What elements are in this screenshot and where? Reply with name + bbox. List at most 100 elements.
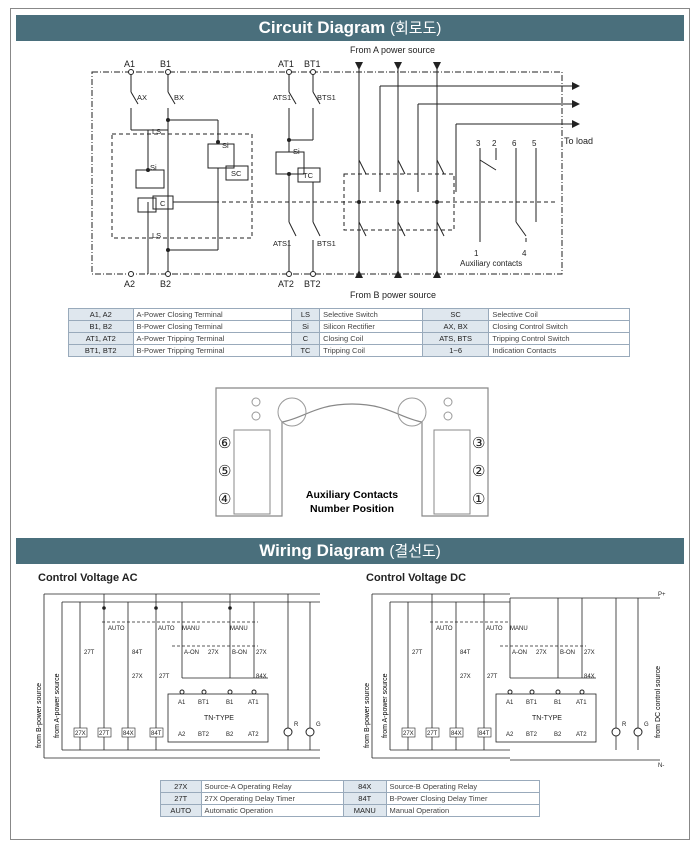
dc-tn-type-label: TN-TYPE	[532, 715, 562, 722]
ac-relay-27t-2: 27T	[159, 674, 170, 680]
aux-position-2: ②	[472, 463, 485, 480]
aux-num-2: 2	[492, 139, 497, 148]
circuit-legend-key: ATS, BTS	[421, 332, 490, 345]
wiring-diagram-banner: Wiring Diagram (결선도)	[16, 538, 684, 564]
terminal-at2: AT2	[278, 279, 294, 289]
aux-position-4: ④	[218, 491, 231, 508]
ac-box-84t: 84T	[151, 731, 162, 737]
dc-switch-27x-1: 27X	[536, 650, 547, 656]
page-frame	[10, 8, 690, 840]
ac-term-at1: AT1	[248, 700, 259, 706]
aux-position-label-2: Number Position	[310, 503, 394, 515]
control-voltage-dc-header: Control Voltage DC	[366, 572, 467, 584]
wiring-legend-value: 27X Operating Delay Timer	[200, 792, 344, 805]
ac-from-a-power-label: from A-power source	[54, 673, 61, 738]
dc-from-a-power-label: from A-power source	[382, 673, 389, 738]
aux-num-3: 3	[476, 139, 481, 148]
dc-relay-84t: 84T	[460, 650, 471, 656]
aux-num-1: 1	[474, 249, 479, 258]
ac-switch-b-on: B-ON	[232, 650, 247, 656]
terminal-at1: AT1	[278, 59, 294, 69]
aux-position-1: ①	[472, 491, 485, 508]
ac-relay-84t: 84T	[132, 650, 143, 656]
wiring-legend-key: 84X	[343, 780, 387, 793]
wiring-legend-key: 27T	[160, 792, 202, 805]
circuit-legend-value: B-Power Closing Terminal	[132, 320, 292, 333]
ac-term-at2: AT2	[248, 732, 259, 738]
ac-relay-27x: 27X	[132, 674, 143, 680]
dc-rail-p: P+	[658, 592, 666, 598]
ac-lamp-g: G	[316, 722, 321, 728]
circuit-legend-key: 1~6	[421, 344, 490, 357]
tc-coil-label: TC	[303, 171, 314, 180]
aux-position-3: ③	[472, 435, 485, 452]
si-label-right: Si	[222, 141, 229, 150]
dc-term-b1: B1	[554, 700, 562, 706]
wiring-ac-schematic: 27T 84T 27X 27T 84X AUTO AUTO MANU MANU …	[36, 593, 321, 759]
auxiliary-contacts-label: Auxiliary contacts	[460, 259, 522, 268]
circuit-legend-key: BT1, BT2	[68, 344, 134, 357]
dc-box-84x: 84X	[451, 731, 462, 737]
circuit-legend-value: Closing Control Switch	[488, 320, 630, 333]
to-load-label: To load	[564, 136, 593, 146]
wiring-dc-schematic: 27T 84T 27X 27T 84X AUTO AUTO MANU A-ON …	[364, 592, 666, 768]
dc-from-b-power-label: from B-power source	[364, 683, 371, 748]
wiring-diagram-title-ko: (결선도)	[389, 543, 441, 560]
ac-term-b2: B2	[226, 732, 234, 738]
circuit-legend-value: Closing Coil	[319, 332, 423, 345]
circuit-legend-key: Si	[290, 320, 321, 333]
terminal-a1: A1	[124, 59, 135, 69]
terminal-b1: B1	[160, 59, 171, 69]
circuit-legend-value: Selective Switch	[319, 308, 423, 321]
ac-tn-type-label: TN-TYPE	[204, 715, 234, 722]
bx-label: BX	[174, 93, 184, 102]
ac-relay-84x: 84X	[256, 674, 267, 680]
circuit-legend-key: AX, BX	[421, 320, 490, 333]
dc-box-84t: 84T	[479, 731, 490, 737]
dc-term-b2: B2	[554, 732, 562, 738]
ac-box-84x: 84X	[123, 731, 134, 737]
ac-box-27x: 27X	[75, 731, 86, 737]
circuit-legend-key: SC	[421, 308, 490, 321]
dc-switch-a-on: A-ON	[512, 650, 527, 656]
circuit-schematic: A1 B1 AT1 BT1 A2 B2 AT2 BT2 From A power…	[91, 45, 593, 300]
dc-switch-27x-2: 27X	[584, 650, 595, 656]
dc-term-a2: A2	[506, 732, 514, 738]
wiring-diagram-title: Wiring Diagram	[259, 541, 385, 560]
dc-rail-n: N-	[658, 763, 664, 768]
dc-term-at2: AT2	[576, 732, 587, 738]
aux-contacts-position-drawing: ⑥ ⑤ ④ ③ ② ① Auxiliary Contacts Number Po…	[215, 387, 489, 517]
control-voltage-ac-header: Control Voltage AC	[38, 572, 138, 584]
ac-mode-auto-1: AUTO	[108, 626, 125, 632]
circuit-legend-value: Silicon Rectifier	[319, 320, 423, 333]
wiring-legend-value: B-Power Closing Delay Timer	[385, 792, 541, 805]
dc-term-at1: AT1	[576, 700, 587, 706]
ac-term-a2: A2	[178, 732, 186, 738]
dc-relay-27t-1: 27T	[412, 650, 423, 656]
circuit-legend-key: A1, A2	[68, 308, 134, 321]
aux-num-5: 5	[532, 139, 537, 148]
ac-mode-auto-2: AUTO	[158, 626, 175, 632]
circuit-legend-value: Tripping Coil	[319, 344, 423, 357]
ac-relay-27t-1: 27T	[84, 650, 95, 656]
from-a-power-label: From A power source	[350, 45, 435, 55]
circuit-diagram-title-ko: (회로도)	[389, 20, 442, 37]
ac-box-27t: 27T	[99, 731, 110, 737]
circuit-legend-value: B-Power Tripping Terminal	[132, 344, 292, 357]
si-label-left: Si	[150, 163, 157, 172]
dc-relay-84x: 84X	[584, 674, 595, 680]
circuit-legend-value: Selective Coil	[488, 308, 630, 321]
dc-lamp-r: R	[622, 722, 627, 728]
aux-num-6: 6	[512, 139, 517, 148]
ac-mode-manu-1: MANU	[182, 626, 200, 632]
aux-position-label-1: Auxiliary Contacts	[306, 489, 398, 501]
ax-label: AX	[137, 93, 147, 102]
ac-term-a1: A1	[178, 700, 186, 706]
